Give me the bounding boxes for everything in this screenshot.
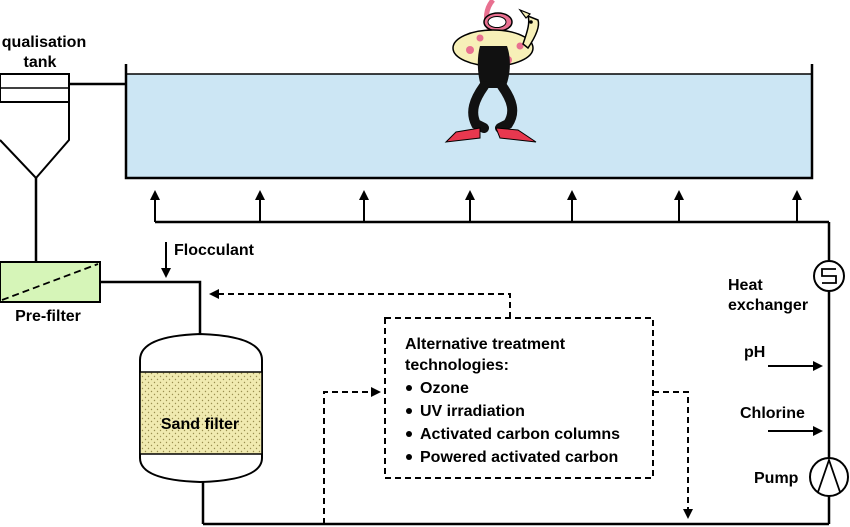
pool-walls [124, 64, 814, 180]
prefilter-to-sandfilter-pipe [100, 280, 202, 336]
heat-exchanger-label-2: exchanger [728, 297, 808, 314]
alt-title-line1: Alternative treatment [405, 336, 566, 353]
bullet-icon [406, 454, 412, 460]
pump-label: Pump [754, 470, 799, 487]
bullet-icon [406, 385, 412, 391]
pool-water [126, 74, 812, 178]
sand-filter: Sand filter [139, 332, 263, 524]
bullet-icon [406, 408, 412, 414]
equalisation-tank-label-2: tank [24, 54, 57, 71]
flocculant-label: Flocculant [174, 242, 255, 259]
alternative-treatment-box: Alternative treatment technologies: Ozon… [384, 317, 654, 479]
equalisation-tank-label: qualisation [2, 34, 86, 51]
alt-inlet-dashed-arrow [323, 387, 381, 524]
alt-item: Ozone [420, 380, 469, 397]
pump: Pump [754, 457, 849, 497]
equalisation-tank: qualisation tank [0, 34, 126, 262]
swimmer-mascot-icon [444, 0, 540, 143]
pool [124, 64, 814, 180]
alt-outlet-dashed-arrow [653, 391, 693, 519]
alt-item: Powered activated carbon [420, 449, 618, 466]
pre-filter-label: Pre-filter [15, 308, 81, 325]
bullet-icon [406, 431, 412, 437]
alt-list: Ozone UV irradiation Activated carbon co… [406, 380, 620, 466]
heat-exchanger: Heat exchanger [728, 260, 845, 314]
alternative-bypass-lines [209, 289, 693, 524]
heat-exchanger-label: Heat [728, 277, 763, 294]
chlorine-label: Chlorine [740, 405, 805, 422]
alt-item: UV irradiation [420, 403, 525, 420]
ph-label: pH [744, 344, 765, 361]
pump-icon [809, 457, 849, 497]
sand-filter-label: Sand filter [161, 416, 239, 433]
alt-item: Activated carbon columns [420, 426, 620, 443]
alt-title-line2: technologies: [405, 357, 509, 374]
pre-filter: Pre-filter [0, 261, 101, 325]
alt-return-dashed-arrow [209, 289, 511, 318]
inlet-distribution [150, 190, 829, 224]
